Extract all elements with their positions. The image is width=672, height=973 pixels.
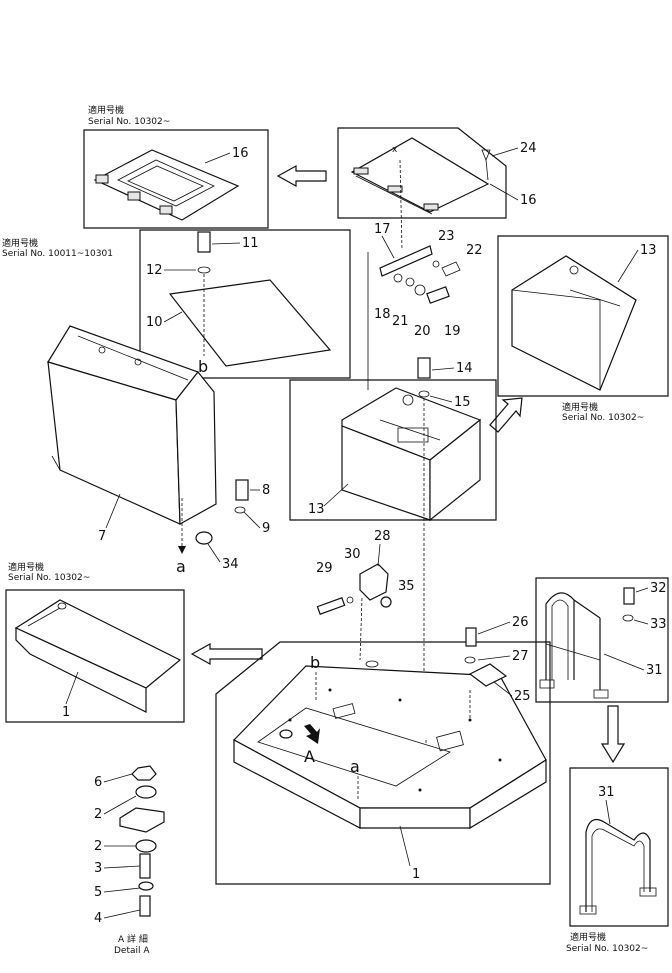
serial-note-text-bottom: Serial No. 10302~ bbox=[566, 944, 648, 954]
battery-box-center: 14 15 13 bbox=[289, 357, 497, 740]
callout-33: 33 bbox=[650, 617, 667, 632]
serial-note-text: Serial No. 10302~ bbox=[88, 117, 170, 127]
callout-14: 14 bbox=[456, 361, 473, 376]
callout-1-variant: 1 bbox=[62, 705, 70, 720]
serial-note-text-box: Serial No. 10302~ bbox=[562, 413, 644, 423]
battery-box-variant: 13 適用号機 Serial No. 10302~ bbox=[497, 235, 669, 423]
detail-a-head: A 詳 細 bbox=[118, 933, 148, 945]
callout-16-top-right: 16 bbox=[520, 193, 537, 208]
callout-7: 7 bbox=[98, 529, 106, 544]
ref-A-arrow: A bbox=[304, 747, 315, 766]
hollow-arrow-left-icon-2 bbox=[190, 642, 263, 666]
bracket-assembly: 28 30 29 35 bbox=[316, 529, 415, 668]
callout-29: 29 bbox=[316, 561, 333, 576]
handrail-variant-box: 31 適用号機 Serial No. 10302~ bbox=[566, 767, 669, 954]
callout-19: 19 bbox=[444, 324, 461, 339]
cover-plate-box: 適用号機 Serial No. 10011~10301 11 12 10 b bbox=[2, 229, 351, 379]
serial-note-head-box: 適用号機 bbox=[562, 401, 598, 413]
callout-20: 20 bbox=[414, 324, 431, 339]
top-left-cover-box: 適用号機 Serial No. 10302~ 16 bbox=[83, 104, 269, 229]
callout-3: 3 bbox=[94, 861, 102, 876]
callout-9: 9 bbox=[262, 521, 270, 536]
latch-assembly: 17 23 22 18 21 20 19 bbox=[367, 159, 483, 390]
serial-note-text-mid: Serial No. 10011~10301 bbox=[2, 249, 113, 259]
detail-a-label: Detail A bbox=[114, 946, 150, 956]
arrow-a-icon bbox=[304, 724, 320, 744]
callout-2-upper: 2 bbox=[94, 807, 102, 822]
callout-35: 35 bbox=[398, 579, 415, 594]
callout-1-floor: 1 bbox=[412, 867, 420, 882]
callout-13-center: 13 bbox=[308, 502, 325, 517]
callout-8: 8 bbox=[262, 483, 270, 498]
callout-31-upper: 31 bbox=[646, 663, 663, 678]
callout-25: 25 bbox=[514, 689, 531, 704]
callout-22: 22 bbox=[466, 243, 483, 258]
main-floor-assembly: A a b 1 bbox=[215, 641, 551, 885]
detail-a-column: 6 2 2 3 5 4 A 詳 細 Detail A bbox=[94, 765, 165, 956]
ref-a-floor: a bbox=[350, 757, 360, 776]
callout-31-lower: 31 bbox=[598, 785, 615, 800]
ref-b-floor: b bbox=[310, 653, 320, 672]
callout-6: 6 bbox=[94, 775, 102, 790]
callout-16-top-left: 16 bbox=[232, 146, 249, 161]
serial-note-text-lower: Serial No. 10302~ bbox=[8, 573, 90, 583]
housing-assembly: a 7 8 9 34 bbox=[47, 325, 270, 576]
callout-4: 4 bbox=[94, 911, 102, 926]
callout-10: 10 bbox=[146, 315, 163, 330]
callout-15: 15 bbox=[454, 395, 471, 410]
hollow-arrow-down-icon bbox=[600, 705, 626, 764]
callout-13-variant: 13 bbox=[640, 243, 657, 258]
svg-text:x: x bbox=[392, 145, 398, 155]
callout-26: 26 bbox=[512, 615, 529, 630]
hollow-arrow-left-icon bbox=[276, 164, 327, 188]
top-right-cover-box: 24 16 x bbox=[337, 127, 537, 219]
serial-note-head-bottom: 適用号機 bbox=[570, 931, 606, 943]
ref-b-cover: b bbox=[198, 357, 208, 376]
callout-2-lower: 2 bbox=[94, 839, 102, 854]
callout-11: 11 bbox=[242, 236, 259, 251]
handrail-box: 32 33 31 bbox=[535, 577, 669, 703]
plate-bolt-assembly: 26 27 25 bbox=[464, 615, 531, 720]
serial-note-head: 適用号機 bbox=[88, 104, 124, 116]
callout-27: 27 bbox=[512, 649, 529, 664]
callout-18: 18 bbox=[374, 307, 391, 322]
callout-5: 5 bbox=[94, 885, 102, 900]
serial-note-head-mid: 適用号機 bbox=[2, 237, 38, 249]
callout-24: 24 bbox=[520, 141, 537, 156]
callout-21: 21 bbox=[392, 314, 409, 329]
callout-32: 32 bbox=[650, 581, 667, 596]
callout-23: 23 bbox=[438, 229, 455, 244]
callout-12: 12 bbox=[146, 263, 163, 278]
callout-28: 28 bbox=[374, 529, 391, 544]
floor-variant-box: 適用号機 Serial No. 10302~ 1 bbox=[5, 561, 185, 723]
ref-a-left: a bbox=[176, 557, 186, 576]
callout-17: 17 bbox=[374, 222, 391, 237]
hollow-arrow-up-right-icon bbox=[489, 397, 523, 433]
serial-note-head-lower: 適用号機 bbox=[8, 561, 44, 573]
callout-34: 34 bbox=[222, 557, 239, 572]
callout-30: 30 bbox=[344, 547, 361, 562]
